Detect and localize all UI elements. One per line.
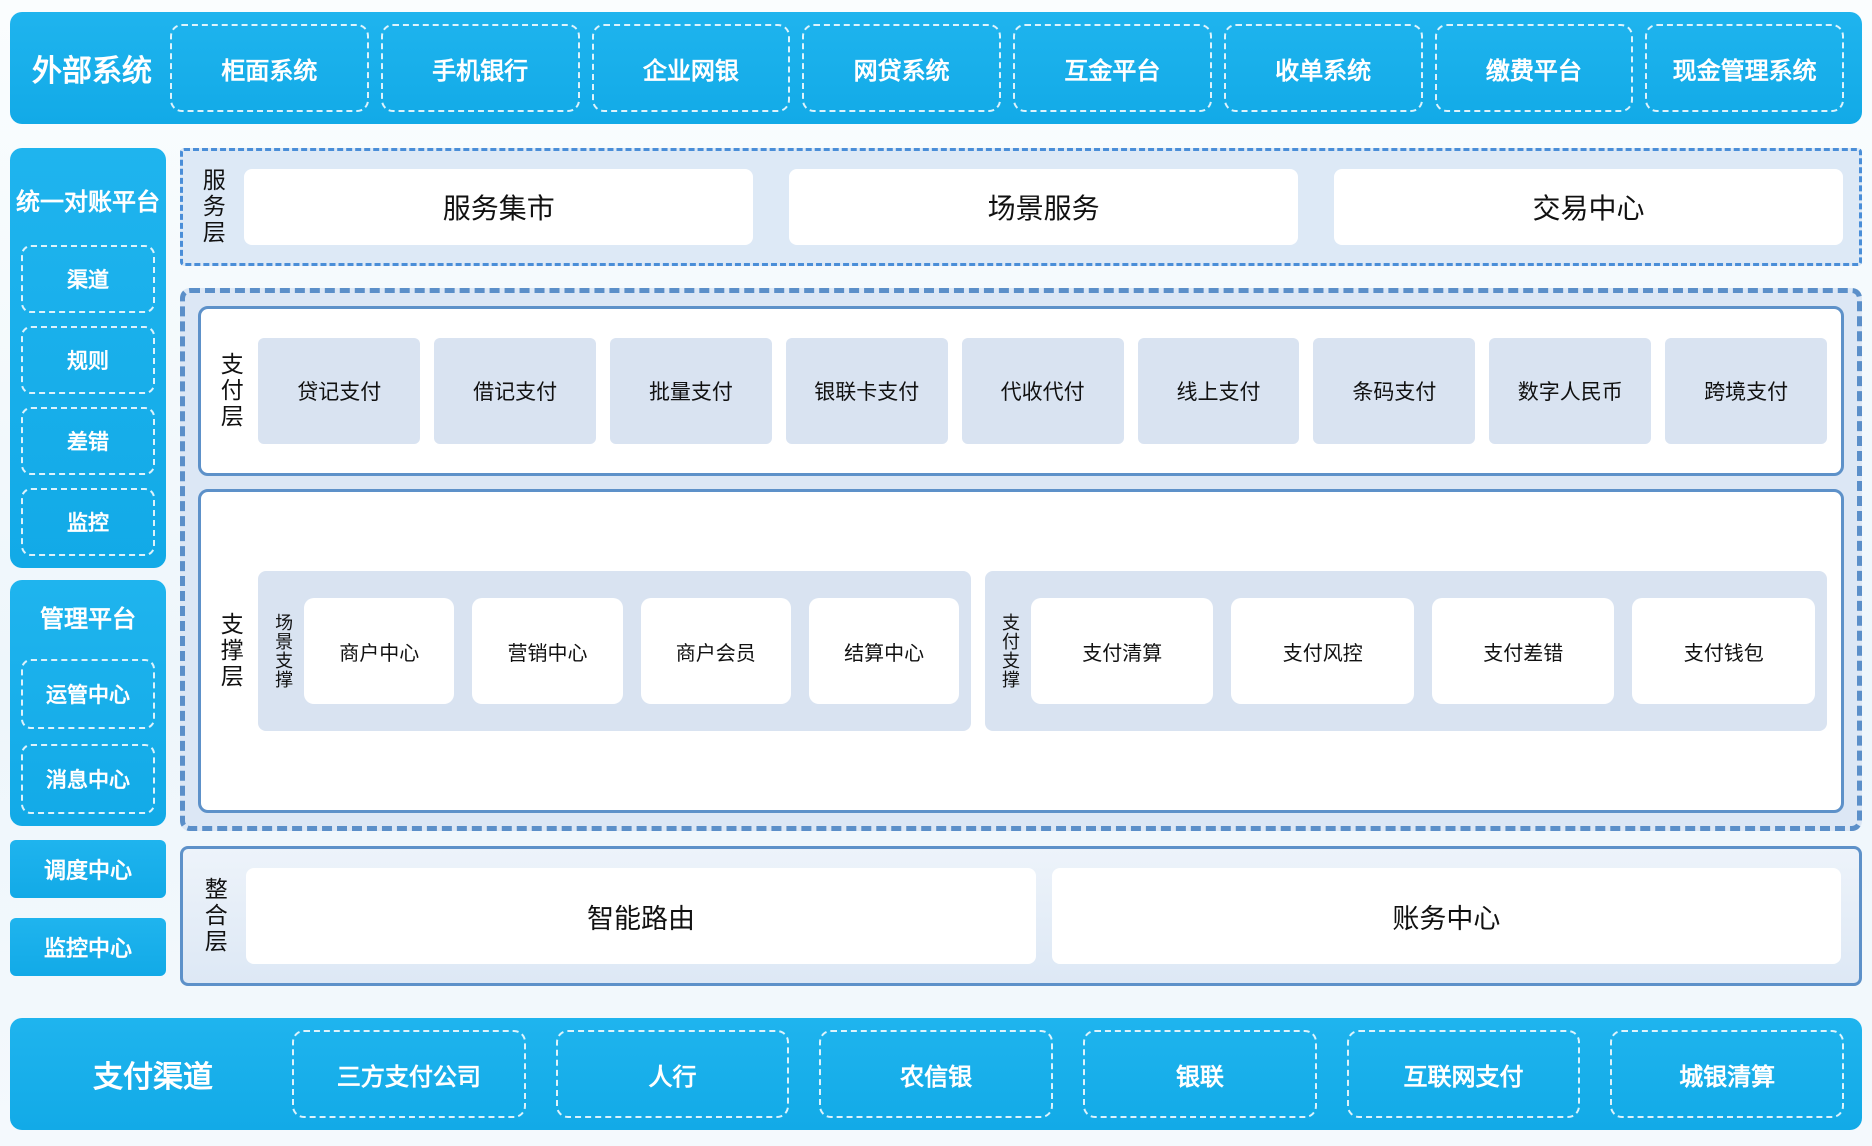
management-item: 消息中心 bbox=[21, 744, 155, 814]
channel-item: 互联网支付 bbox=[1346, 1030, 1581, 1118]
payment-layer-items: 贷记支付 借记支付 批量支付 银联卡支付 代收代付 线上支付 条码支付 数字人民… bbox=[258, 338, 1828, 444]
recon-platform-panel: 统一对账平台 渠道 规则 差错 监控 bbox=[10, 148, 166, 568]
recon-item: 监控 bbox=[21, 488, 155, 556]
management-platform-title: 管理平台 bbox=[40, 606, 136, 633]
channel-item: 城银清算 bbox=[1610, 1030, 1845, 1118]
monitor-center-box: 监控中心 bbox=[10, 918, 166, 976]
payment-item: 借记支付 bbox=[434, 338, 597, 444]
external-system-item: 企业网银 bbox=[591, 24, 791, 112]
support-item: 商户会员 bbox=[640, 598, 791, 704]
external-system-item: 互金平台 bbox=[1013, 24, 1212, 112]
external-system-item: 收单系统 bbox=[1223, 24, 1423, 112]
support-layer-groups: 场景支撑 商户中心 营销中心 商户会员 结算中心 支付支撑 支付清算 支付风控 … bbox=[258, 571, 1827, 731]
service-layer-panel: 服务层 服务集市 场景服务 交易中心 bbox=[180, 148, 1862, 266]
service-item: 服务集市 bbox=[244, 169, 754, 245]
support-item: 支付清算 bbox=[1030, 598, 1214, 704]
management-platform-panel: 管理平台 运管中心 消息中心 bbox=[10, 580, 166, 826]
support-group-payment-items: 支付清算 支付风控 支付差错 支付钱包 bbox=[1030, 598, 1815, 704]
payment-layer-panel: 支付层 贷记支付 借记支付 批量支付 银联卡支付 代收代付 线上支付 条码支付 … bbox=[198, 306, 1844, 476]
payment-item: 代收代付 bbox=[961, 338, 1124, 444]
integration-layer-panel: 整合层 智能路由 账务中心 bbox=[180, 846, 1862, 986]
channel-item: 三方支付公司 bbox=[292, 1030, 526, 1118]
dispatch-center-box: 调度中心 bbox=[10, 840, 166, 898]
payment-channels-items: 三方支付公司 人行 农信银 银联 互联网支付 城银清算 bbox=[292, 1030, 1845, 1118]
payment-item: 线上支付 bbox=[1137, 338, 1300, 444]
recon-platform-title: 统一对账平台 bbox=[16, 189, 160, 216]
payment-channels-title: 支付渠道 bbox=[93, 1061, 213, 1094]
support-group-scene: 场景支撑 商户中心 营销中心 商户会员 结算中心 bbox=[258, 571, 972, 731]
support-item: 支付风控 bbox=[1231, 598, 1414, 704]
external-systems-items: 柜面系统 手机银行 企业网银 网贷系统 互金平台 收单系统 缴费平台 现金管理系… bbox=[170, 24, 1844, 112]
external-systems-bar: 外部系统 柜面系统 手机银行 企业网银 网贷系统 互金平台 收单系统 缴费平台 … bbox=[10, 12, 1862, 124]
payment-item: 条码支付 bbox=[1313, 338, 1476, 444]
payment-item: 跨境支付 bbox=[1665, 338, 1828, 444]
service-layer-label: 服务层 bbox=[199, 168, 226, 246]
payment-item: 数字人民币 bbox=[1489, 338, 1652, 444]
payment-channels-bar: 支付渠道 三方支付公司 人行 农信银 银联 互联网支付 城银清算 bbox=[10, 1018, 1862, 1130]
service-item: 交易中心 bbox=[1334, 169, 1844, 245]
recon-item: 渠道 bbox=[21, 245, 155, 313]
management-item: 运管中心 bbox=[21, 659, 155, 729]
external-system-item: 缴费平台 bbox=[1434, 24, 1634, 112]
recon-item: 规则 bbox=[21, 326, 155, 394]
support-layer-label: 支撑层 bbox=[217, 612, 244, 690]
channel-item: 人行 bbox=[555, 1030, 790, 1118]
recon-item: 差错 bbox=[21, 407, 155, 475]
support-item: 商户中心 bbox=[304, 598, 455, 704]
service-item: 场景服务 bbox=[789, 169, 1299, 245]
service-layer-items: 服务集市 场景服务 交易中心 bbox=[244, 169, 1844, 245]
support-group-scene-items: 商户中心 营销中心 商户会员 结算中心 bbox=[304, 598, 960, 704]
support-group-payment: 支付支撑 支付清算 支付风控 支付差错 支付钱包 bbox=[985, 571, 1827, 731]
external-system-item: 柜面系统 bbox=[170, 24, 369, 112]
payment-item: 银联卡支付 bbox=[785, 338, 948, 444]
integration-item: 智能路由 bbox=[246, 868, 1036, 964]
support-item: 结算中心 bbox=[808, 598, 960, 704]
external-system-item: 手机银行 bbox=[380, 24, 580, 112]
support-group-scene-label: 场景支撑 bbox=[273, 613, 294, 689]
support-item: 支付差错 bbox=[1431, 598, 1615, 704]
integration-item: 账务中心 bbox=[1051, 868, 1842, 964]
external-system-item: 网贷系统 bbox=[802, 24, 1001, 112]
support-item: 营销中心 bbox=[472, 598, 623, 704]
external-systems-title: 外部系统 bbox=[32, 55, 152, 88]
payment-layer-label: 支付层 bbox=[217, 352, 244, 430]
channel-item: 农信银 bbox=[819, 1030, 1054, 1118]
payment-item: 贷记支付 bbox=[258, 338, 421, 444]
external-system-item: 现金管理系统 bbox=[1645, 24, 1844, 112]
channel-item: 银联 bbox=[1083, 1030, 1317, 1118]
support-group-payment-label: 支付支撑 bbox=[999, 613, 1020, 689]
integration-layer-items: 智能路由 账务中心 bbox=[246, 868, 1842, 964]
integration-layer-label: 整合层 bbox=[201, 877, 228, 955]
support-item: 支付钱包 bbox=[1632, 598, 1815, 704]
core-layers-wrapper: 支付层 贷记支付 借记支付 批量支付 银联卡支付 代收代付 线上支付 条码支付 … bbox=[180, 288, 1862, 831]
payment-item: 批量支付 bbox=[610, 338, 772, 444]
support-layer-panel: 支撑层 场景支撑 商户中心 营销中心 商户会员 结算中心 支付支撑 支付清算 支… bbox=[198, 489, 1844, 813]
